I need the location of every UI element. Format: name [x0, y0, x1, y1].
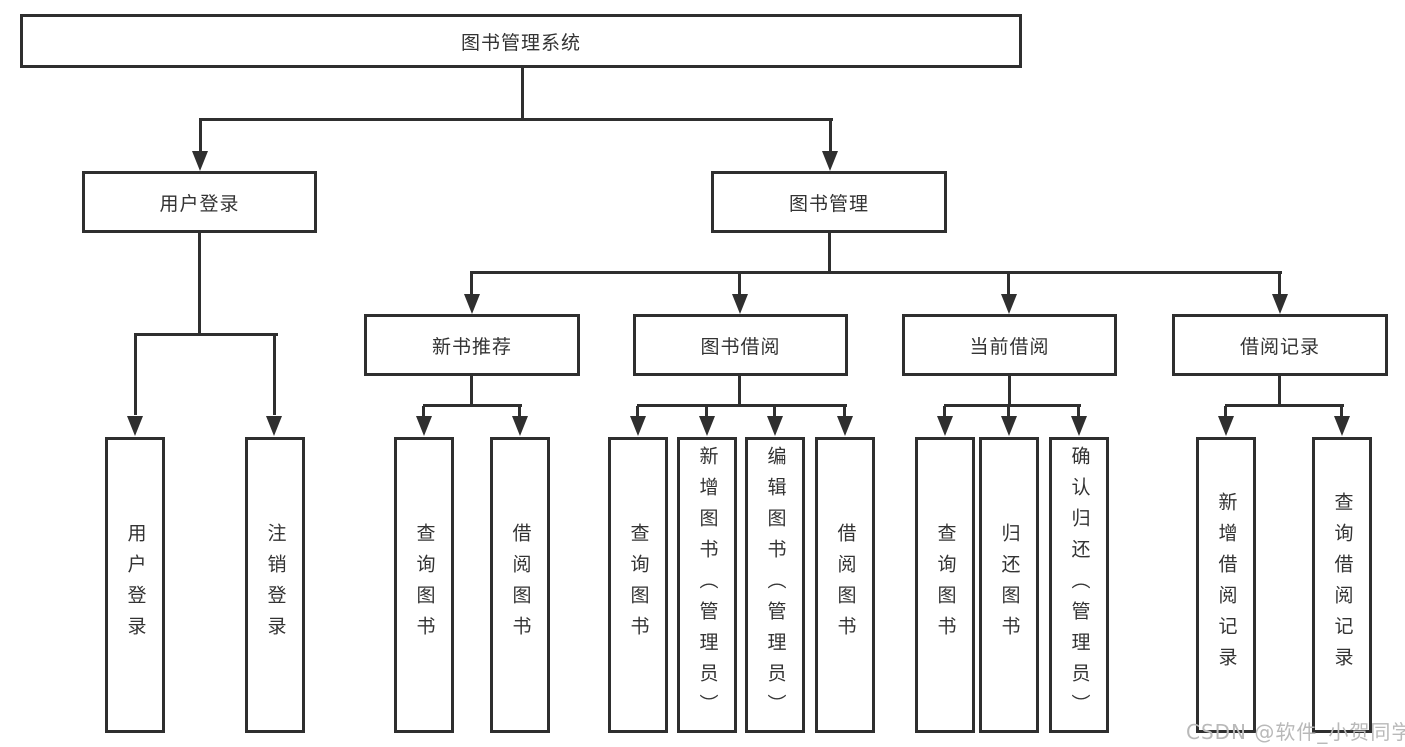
leaf-label: 借阅图书: [834, 523, 857, 647]
arrowhead-leaf-logout: [266, 416, 282, 436]
leaf-query-book-borrow: 查询图书: [608, 437, 668, 733]
node-current-borrow: 当前借阅: [902, 314, 1117, 376]
node-new-book-rec: 新书推荐: [364, 314, 580, 376]
connector-root-stem: [521, 66, 524, 120]
connector-leaf-drop: [422, 406, 425, 416]
arrowhead-book-borrow: [732, 294, 748, 314]
leaf-label: 查询借阅记录: [1331, 492, 1354, 678]
leaf-label: 借阅图书: [509, 523, 532, 647]
node-label: 新书推荐: [431, 335, 512, 358]
arrowhead-leaf: [512, 416, 528, 436]
arrowhead-leaf: [416, 416, 432, 436]
node-label: 图书管理系统: [460, 31, 581, 54]
connector-user-login-stem: [198, 231, 201, 336]
arrowhead-leaf-user-login: [127, 416, 143, 436]
arrowhead-leaf: [1334, 416, 1350, 436]
leaf-label: 新增图书（管理员）: [696, 445, 719, 725]
connector-leaf-drop: [1224, 406, 1227, 416]
connector-book-borrow-rail: [637, 404, 847, 407]
connector-level2-rail: [199, 118, 833, 121]
connector-book-mgmt-stem: [828, 231, 831, 273]
arrowhead-leaf: [1001, 416, 1017, 436]
connector-borrow-records-rail: [1225, 404, 1344, 407]
connector-leaf-drop: [636, 406, 639, 416]
connector-level3-rail: [470, 271, 1282, 274]
arrowhead-leaf: [837, 416, 853, 436]
connector-leaf-drop: [1007, 406, 1010, 416]
leaf-label: 归还图书: [998, 523, 1021, 647]
arrowhead-user-login: [192, 151, 208, 171]
node-label: 用户登录: [159, 192, 240, 215]
connector-borrow-records-drop: [1278, 273, 1281, 296]
leaf-label: 注销登录: [264, 523, 287, 647]
connector-user-login-rail: [134, 333, 278, 336]
arrowhead-leaf: [767, 416, 783, 436]
leaf-label: 编辑图书（管理员）: [764, 445, 787, 725]
connector-leaf-drop: [773, 406, 776, 416]
leaf-logout-login: 注销登录: [245, 437, 305, 733]
arrowhead-leaf: [1218, 416, 1234, 436]
arrowhead-leaf: [1071, 416, 1087, 436]
csdn-watermark: CSDN @软件_小贺同学: [1186, 720, 1405, 744]
leaf-borrow-book-recommend: 借阅图书: [490, 437, 550, 733]
leaf-label: 用户登录: [124, 523, 147, 647]
leaf-confirm-return-admin: 确认归还（管理员）: [1049, 437, 1109, 733]
arrowhead-borrow-records: [1272, 294, 1288, 314]
arrowhead-current-borrow: [1001, 294, 1017, 314]
leaf-return-book: 归还图书: [979, 437, 1039, 733]
connector-leaf-drop: [705, 406, 708, 416]
connector-leaf-drop: [1077, 406, 1080, 416]
leaf-add-borrow-record: 新增借阅记录: [1196, 437, 1256, 733]
connector-book-borrow-stem: [738, 374, 741, 406]
node-book-mgmt: 图书管理: [711, 171, 947, 233]
leaf-label: 查询图书: [627, 523, 650, 647]
leaf-user-login: 用户登录: [105, 437, 165, 733]
leaf-query-book-current: 查询图书: [915, 437, 975, 733]
node-label: 图书管理: [788, 192, 869, 215]
connector-current-borrow-rail: [944, 404, 1081, 407]
leaf-label: 查询图书: [413, 523, 436, 647]
node-user-login: 用户登录: [82, 171, 317, 233]
connector-new-book-rec-stem: [470, 374, 473, 406]
connector-user-login-drop: [199, 120, 202, 152]
connector-leaf-drop: [1340, 406, 1343, 416]
connector-leaf-drop: [518, 406, 521, 416]
arrowhead-new-book-rec: [464, 294, 480, 314]
leaf-label: 新增借阅记录: [1215, 492, 1238, 678]
connector-book-borrow-drop: [738, 273, 741, 296]
leaf-label: 查询图书: [934, 523, 957, 647]
node-borrow-records: 借阅记录: [1172, 314, 1388, 376]
connector-new-book-rec-drop: [470, 273, 473, 296]
leaf-query-borrow-record: 查询借阅记录: [1312, 437, 1372, 733]
connector-current-borrow-drop: [1007, 273, 1010, 296]
arrowhead-leaf: [630, 416, 646, 436]
leaf-borrow-book: 借阅图书: [815, 437, 875, 733]
connector-borrow-records-stem: [1278, 374, 1281, 406]
node-root-library-system: 图书管理系统: [20, 14, 1022, 68]
node-book-borrow: 图书借阅: [633, 314, 848, 376]
node-label: 当前借阅: [969, 335, 1050, 358]
connector-leaf-logout-drop: [273, 335, 276, 415]
connector-leaf-drop: [843, 406, 846, 416]
leaf-label: 确认归还（管理员）: [1068, 445, 1091, 725]
arrowhead-book-mgmt: [822, 151, 838, 171]
arrowhead-leaf: [699, 416, 715, 436]
leaf-edit-book-admin: 编辑图书（管理员）: [745, 437, 805, 733]
arrowhead-leaf: [937, 416, 953, 436]
connector-book-mgmt-drop: [829, 120, 832, 152]
node-label: 图书借阅: [700, 335, 781, 358]
connector-leaf-user-login-drop: [134, 335, 137, 415]
connector-new-book-rec-rail: [423, 404, 522, 407]
leaf-query-book-recommend: 查询图书: [394, 437, 454, 733]
node-label: 借阅记录: [1239, 335, 1320, 358]
leaf-add-book-admin: 新增图书（管理员）: [677, 437, 737, 733]
connector-current-borrow-stem: [1008, 374, 1011, 406]
connector-leaf-drop: [943, 406, 946, 416]
